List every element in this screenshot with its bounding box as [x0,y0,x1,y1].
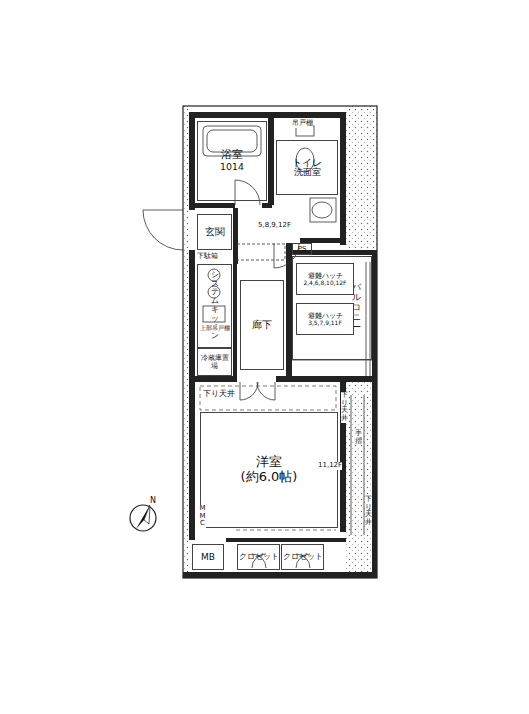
room-box: 洋室(約6.0帖) [200,412,338,528]
plan-note: 下り天井 [203,390,235,399]
room-box: 廊下 [240,280,284,370]
plan-note: 下り天井 [365,496,372,527]
room-name: 避難ハッチ [308,312,343,320]
room-box: PS [292,243,312,255]
plan-note: 手摺 [355,430,362,445]
room-box: クロゼット [237,544,280,570]
room-name: クロゼット [283,552,323,561]
room-name: 廊下 [252,319,272,331]
room-name: 玄関 [205,226,225,238]
building-outline [183,106,377,578]
plan-note: 上部吊戸棚 [200,325,230,332]
room-box: 浴室1014 [197,121,267,201]
room-note: 洗面室 [294,168,321,178]
ceiling-lines [200,386,336,530]
room-box: 冷蔵庫置場 [197,348,232,376]
room-note: 3,5,7,9,11F [308,320,342,327]
hatch-box: 避難ハッチ3,5,7,9,11F [296,303,354,335]
room-box: クロゼット [281,544,324,570]
plan-note: 5,8,9,12F [258,222,291,230]
room-name: 洋室 [256,455,282,470]
north-compass [130,505,156,531]
exterior-hatch [346,382,372,572]
walls [183,112,377,578]
plan-note: 下り天井 [341,392,348,423]
hatch-box: 避難ハッチ2,4,6,8,10,12F [296,263,354,295]
plan-note: N [150,497,156,506]
room-box: トイレ洗面室 [276,140,338,195]
room-name: MB [201,552,215,562]
room-note: 2,4,6,8,10,12F [303,280,346,287]
room-name: 避難ハッチ [308,272,343,280]
room-box: バルコニー避難ハッチ2,4,6,8,10,12F避難ハッチ3,5,7,9,11F [292,256,372,360]
doors [143,180,310,568]
room-box: システムキッチン [197,264,232,348]
room-name: PS [298,245,307,253]
plan-note: 吊戸棚 [292,120,313,128]
exterior-hatch [346,106,377,250]
exterior-hatch [183,106,189,572]
room-name: 冷蔵庫置場 [198,354,231,370]
plan-note: 11,12F [318,462,342,470]
room-name: 浴室 [221,149,243,162]
room-name: クロゼット [239,552,279,561]
room-name: トイレ [292,157,322,169]
room-note: 1014 [220,162,244,173]
plan-note: 下駄箱 [197,253,218,261]
room-box: 玄関 [197,214,232,250]
room-note: (約6.0帖) [241,470,298,485]
plan-note: MMC [199,505,206,528]
room-box: MB [192,544,224,570]
